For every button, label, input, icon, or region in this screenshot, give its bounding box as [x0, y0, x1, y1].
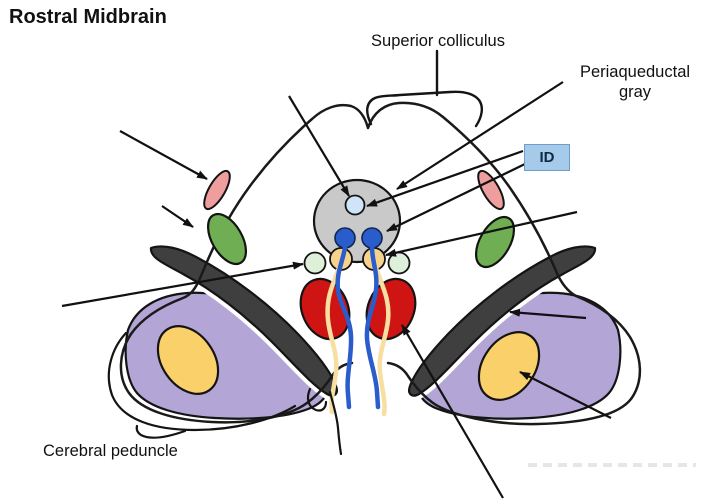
- substantia-nigra-right: [408, 245, 597, 397]
- label-superior-colliculus: Superior colliculus: [371, 32, 505, 50]
- blue-fiber-left: [335, 244, 354, 410]
- yellow-tract-right: [477, 331, 541, 401]
- blue-fiber-right: [364, 244, 381, 410]
- page-title: Rostral Midbrain: [9, 6, 167, 28]
- arrow-tan-right: [385, 210, 578, 257]
- arrow-green-left: [161, 205, 194, 228]
- arrow-pink-left: [119, 130, 208, 180]
- pointer-arrows: [61, 81, 612, 499]
- midbrain-body-outline: [119, 101, 642, 426]
- id-occlusion-box[interactable]: ID: [524, 144, 570, 171]
- peduncle-pointer-arc: [107, 331, 297, 432]
- label-periaqueductal-gray: Periaqueductal gray: [556, 62, 709, 102]
- arrow-yellow-right: [519, 371, 612, 419]
- fossa-midline-line: [328, 390, 343, 456]
- cerebral-peduncle-pointer: [107, 331, 297, 439]
- cream-fiber-right: [373, 265, 391, 417]
- pink-tract-left: [203, 169, 231, 211]
- interpeduncular-fossa-lines: [306, 387, 343, 456]
- peduncle-pointer-tail: [135, 424, 187, 439]
- cream-fiber-left: [325, 265, 342, 415]
- watermark: [528, 463, 696, 467]
- red-nucleus-right: [365, 277, 417, 341]
- label-periaqueductal-gray-line1: Periaqueductal: [579, 63, 691, 81]
- arrow-aqueduct: [288, 95, 350, 197]
- periaqueductal-gray-circle: [312, 178, 402, 264]
- pale-green-nucleus-right: [387, 251, 411, 275]
- cerebral-aqueduct: [344, 194, 366, 216]
- superior-colliculus-marker: [366, 49, 484, 128]
- superior-colliculus-bracket: [366, 90, 484, 128]
- green-tract-left: [206, 212, 248, 266]
- arrow-pale-green-left: [61, 261, 304, 308]
- label-periaqueductal-gray-line2: gray: [618, 83, 652, 101]
- yellow-tract-left: [156, 325, 220, 395]
- arrow-substantia-nigra-right: [509, 308, 587, 320]
- arrow-id-to-aqueduct: [366, 149, 524, 208]
- substantia-nigra-left: [149, 245, 338, 397]
- arrow-id-to-oculomotor: [386, 162, 528, 232]
- pink-tract-right: [477, 169, 505, 211]
- fossa-hook: [306, 387, 328, 412]
- label-cerebral-peduncle: Cerebral peduncle: [43, 442, 178, 460]
- arrow-red-nucleus-right: [401, 324, 504, 499]
- arrow-periaqueductal-gray: [396, 81, 564, 190]
- pale-green-nucleus-left: [303, 251, 327, 275]
- fiber-tracts: [325, 244, 391, 417]
